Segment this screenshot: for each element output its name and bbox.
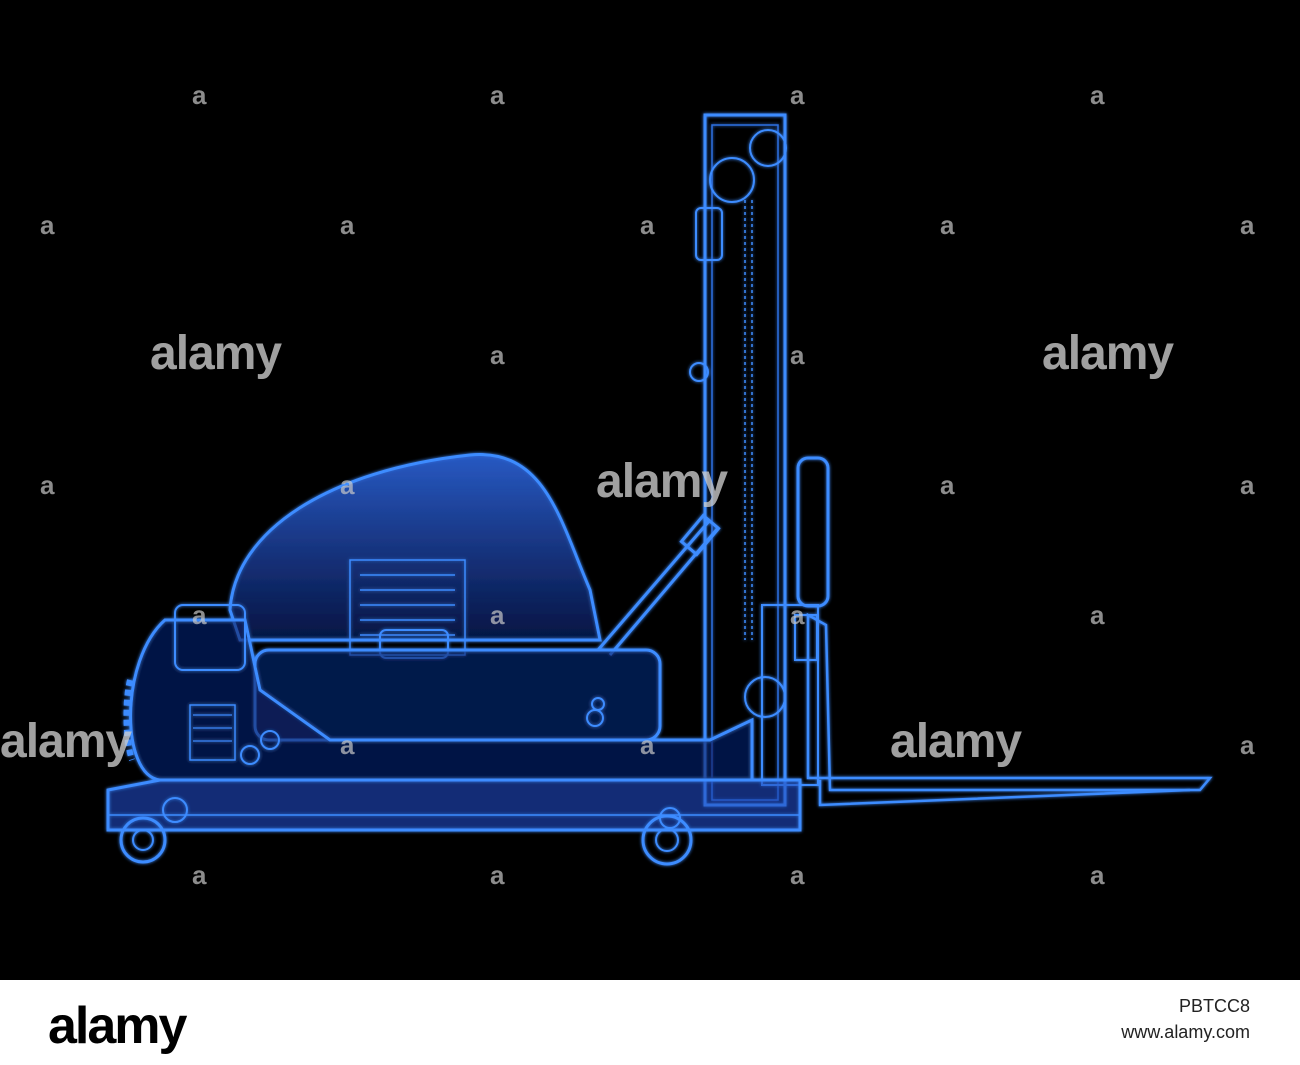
photo-area: alamy alamy alamy alamy alamy a a a a a …	[0, 80, 1255, 890]
watermark-letter: a	[790, 600, 805, 630]
watermark-letter: a	[1240, 470, 1255, 500]
operator-hood	[228, 453, 602, 642]
xray-forklift-illustration	[106, 113, 1213, 866]
watermark-letter: a	[490, 340, 505, 370]
watermark-letter: a	[340, 730, 355, 760]
watermark-letter: a	[1240, 730, 1255, 760]
watermark-word: alamy	[150, 327, 282, 380]
watermark-word: alamy	[0, 715, 132, 768]
image-id: PBTCC8	[1178, 996, 1250, 1016]
watermark-word: alamy	[1042, 327, 1174, 380]
forks	[806, 612, 1213, 807]
stock-footer: alamy PBTCC8 www.alamy.com	[0, 980, 1300, 1065]
watermark-letter: a	[192, 860, 207, 890]
watermark-letter: a	[192, 80, 207, 110]
rear-wheel	[119, 797, 188, 864]
watermark-letter: a	[790, 340, 805, 370]
site-link[interactable]: www.alamy.com	[1121, 1022, 1250, 1042]
watermark-letter: a	[340, 470, 355, 500]
watermark-word: alamy	[890, 715, 1022, 768]
watermark-letter: a	[790, 860, 805, 890]
watermark-letter: a	[640, 730, 655, 760]
watermark-letter: a	[790, 80, 805, 110]
watermark-letter: a	[490, 80, 505, 110]
watermark-letter: a	[40, 470, 55, 500]
watermark-letter: a	[40, 210, 55, 240]
watermark-letter: a	[640, 210, 655, 240]
base-deck	[253, 648, 662, 742]
watermark-letter: a	[1090, 860, 1105, 890]
chassis	[106, 778, 802, 832]
watermark-letter: a	[1090, 80, 1105, 110]
tilt-cylinder	[596, 513, 721, 656]
watermark-word: alamy	[596, 455, 728, 508]
watermark-letter: a	[340, 210, 355, 240]
watermark-letter: a	[1090, 600, 1105, 630]
front-wheel	[641, 807, 693, 866]
footer-logo: alamy	[48, 997, 187, 1055]
watermark-letter: a	[940, 210, 955, 240]
counterweight	[129, 618, 754, 782]
watermark-letter: a	[1240, 210, 1255, 240]
watermark-letter: a	[192, 600, 207, 630]
watermark-letter: a	[490, 600, 505, 630]
watermark-letter: a	[490, 860, 505, 890]
watermark-letter: a	[940, 470, 955, 500]
